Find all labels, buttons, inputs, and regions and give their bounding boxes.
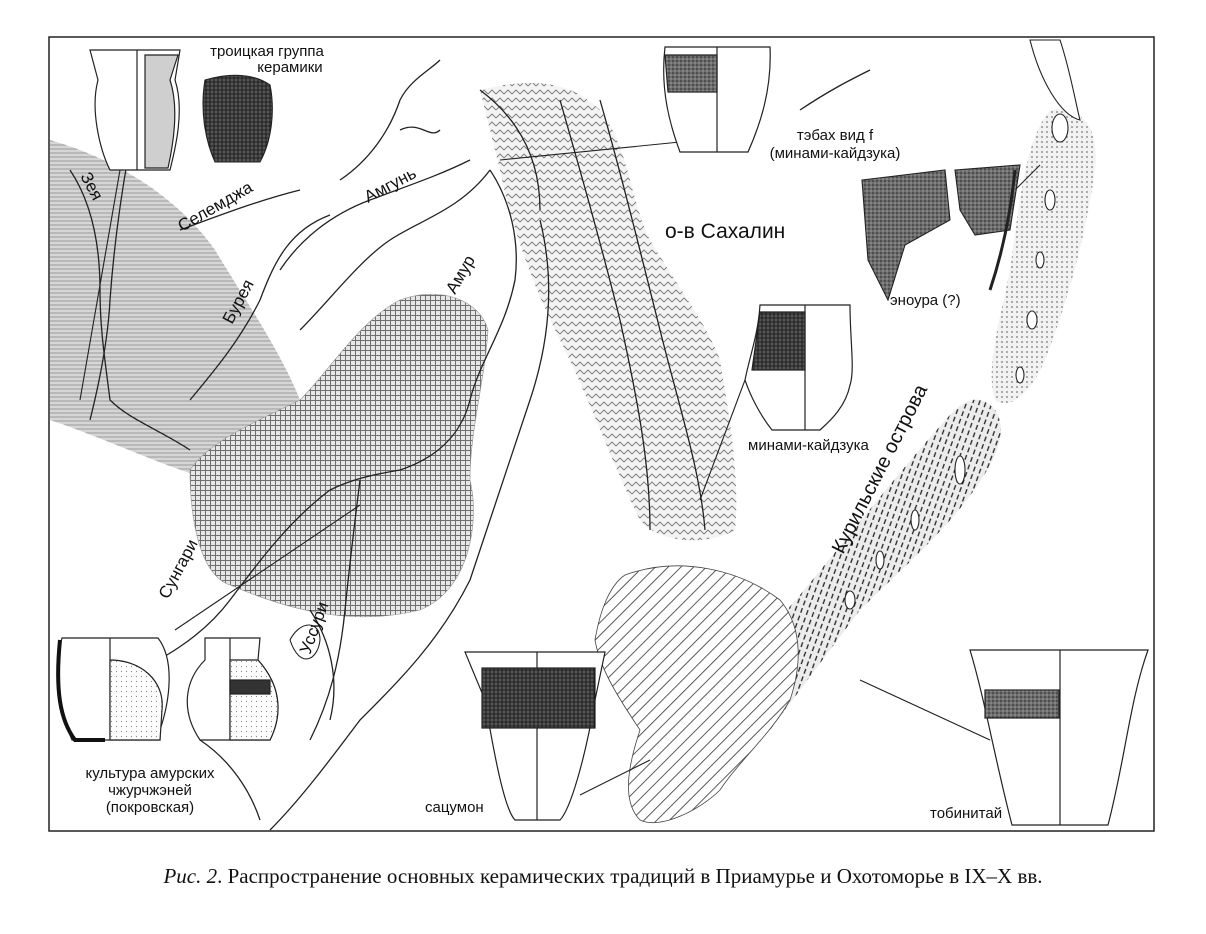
- vessel-troitskaya-left: [89, 49, 181, 171]
- vessel-minami: [744, 304, 853, 431]
- caption-text: . Распространение основных керамических …: [217, 864, 1043, 888]
- label-amur-3: (покровская): [106, 799, 194, 816]
- label-minami: минами-кайдзука: [748, 437, 869, 454]
- vessel-troitskaya-right: [202, 74, 273, 163]
- connector-lines: [79, 139, 1041, 796]
- vessel-enoura: [861, 164, 1021, 302]
- vessel-satsumon: [464, 651, 606, 821]
- vessel-tebakh: [663, 46, 771, 153]
- label-tobinitai: тобинитай: [930, 805, 1002, 822]
- map: Зея Селемджа Амгунь Бурея Амур Сунгари У…: [48, 36, 1155, 832]
- sakhalin-zone: [480, 82, 737, 541]
- figure-caption: Рис. 2. Распространение основных керамич…: [0, 864, 1206, 889]
- label-satsumon: сацумон: [425, 799, 484, 816]
- label-troitskaya-2: керамики: [257, 59, 322, 76]
- label-troitskaya-1: троицкая группа: [210, 43, 324, 60]
- vessel-tobinitai: [969, 649, 1149, 826]
- label-amur-2: чжурчжэней: [108, 782, 192, 799]
- islands: [289, 39, 1081, 660]
- vessel-amur-right: [186, 637, 279, 741]
- label-tebakh-1: тэбах вид f: [797, 127, 874, 144]
- jurchen-zone: [189, 293, 489, 618]
- river-lines: [69, 59, 871, 831]
- caption-prefix: Рис. 2: [163, 864, 218, 888]
- label-tebakh-2: (минами-кайдзука): [770, 145, 901, 162]
- troitskaya-zone: [50, 140, 300, 480]
- label-amur-1: культура амурских: [86, 765, 215, 782]
- label-enoura: эноура (?): [890, 292, 961, 309]
- vessel-amur-left: [56, 637, 170, 742]
- hokkaido-zone: [594, 565, 799, 824]
- label-sakhalin: о-в Сахалин: [665, 220, 785, 243]
